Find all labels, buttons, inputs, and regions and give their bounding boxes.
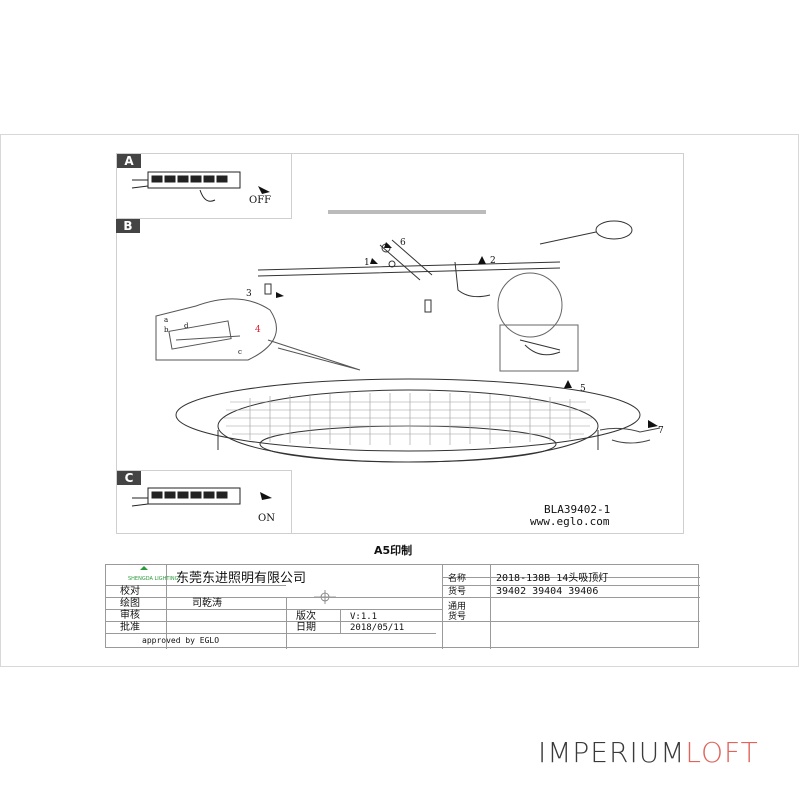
version-label: 版次 (296, 611, 316, 622)
callout-7: 7 (658, 426, 664, 436)
panel-c-tag: C (117, 471, 141, 485)
print-size: A5印制 (374, 544, 413, 557)
drawing-frame (116, 153, 684, 534)
model-code: BLA39402-1 (544, 503, 611, 516)
screwdriver (539, 220, 633, 245)
detail-callout-4 (155, 298, 361, 371)
callout-5: 5 (580, 384, 586, 394)
check-label: 校对 (120, 586, 140, 597)
callout-a: a (164, 316, 169, 324)
hand-tool (599, 427, 661, 444)
title-block: SHENGDA LIGHTING 东莞东进照明有限公司 校对 绘图 司乾涛 审核… (105, 564, 700, 649)
arrow-6-icon (384, 242, 392, 248)
top-bar (328, 210, 486, 214)
ring-fixture (175, 378, 641, 463)
company-name: 东莞东进照明有限公司 (176, 571, 307, 586)
website: www.eglo.com (530, 515, 610, 528)
watermark-part1: IMPERIUM (538, 736, 686, 769)
name-label: 名称 (448, 574, 467, 584)
panel-c: C ON (116, 470, 292, 534)
arrow-7-icon (648, 420, 658, 428)
logo-mark-icon (140, 566, 148, 570)
callout-c: c (238, 348, 242, 356)
item-label: 货号 (448, 587, 467, 597)
terminal-block-a (131, 171, 241, 202)
callout-3: 3 (246, 289, 252, 299)
detail-circle-right (497, 272, 563, 338)
panel-a-tag: A (117, 154, 141, 168)
review-label: 审核 (120, 610, 140, 621)
arrow-3-icon (276, 292, 284, 298)
terminal-block-c (131, 487, 241, 507)
logo-text: SHENGDA LIGHTING (128, 576, 179, 582)
watermark-part2: LOFT (685, 736, 759, 769)
arrow-2-icon (478, 256, 486, 264)
arrow-on-icon (260, 492, 272, 500)
mounting-bracket (257, 239, 561, 313)
callout-2: 2 (490, 256, 496, 266)
approve-label: 批准 (120, 622, 140, 633)
approved-by: approved by EGLO (142, 636, 220, 645)
panel-a-label: OFF (249, 195, 272, 206)
panel-b-tag: B (116, 219, 140, 233)
callout-4: 4 (255, 325, 261, 335)
callout-b: b (164, 326, 169, 334)
date-label: 日期 (296, 622, 316, 633)
arrow-5-icon (564, 380, 572, 388)
date-value: 2018/05/11 (350, 623, 405, 633)
draw-label: 绘图 (120, 598, 140, 609)
arrow-1-icon (370, 258, 378, 264)
arrow-off-icon (258, 186, 270, 194)
crystal-pattern (224, 393, 592, 445)
item-value: 39402 39404 39406 (496, 586, 599, 597)
name-value: 2018-138B 14头吸顶灯 (496, 573, 609, 584)
watermark: IMPERIUMLOFT (538, 736, 759, 769)
detail-box-right (499, 324, 579, 372)
version-value: V:1.1 (350, 612, 378, 622)
callout-d: d (184, 322, 189, 330)
draw-value: 司乾涛 (192, 598, 222, 609)
panel-c-label: ON (258, 513, 275, 524)
general-label-2: 货号 (448, 612, 467, 622)
panel-b: B (116, 219, 140, 233)
callout-6: 6 (400, 238, 406, 248)
callout-1: 1 (364, 258, 370, 268)
general-label-1: 通用 (448, 602, 467, 612)
